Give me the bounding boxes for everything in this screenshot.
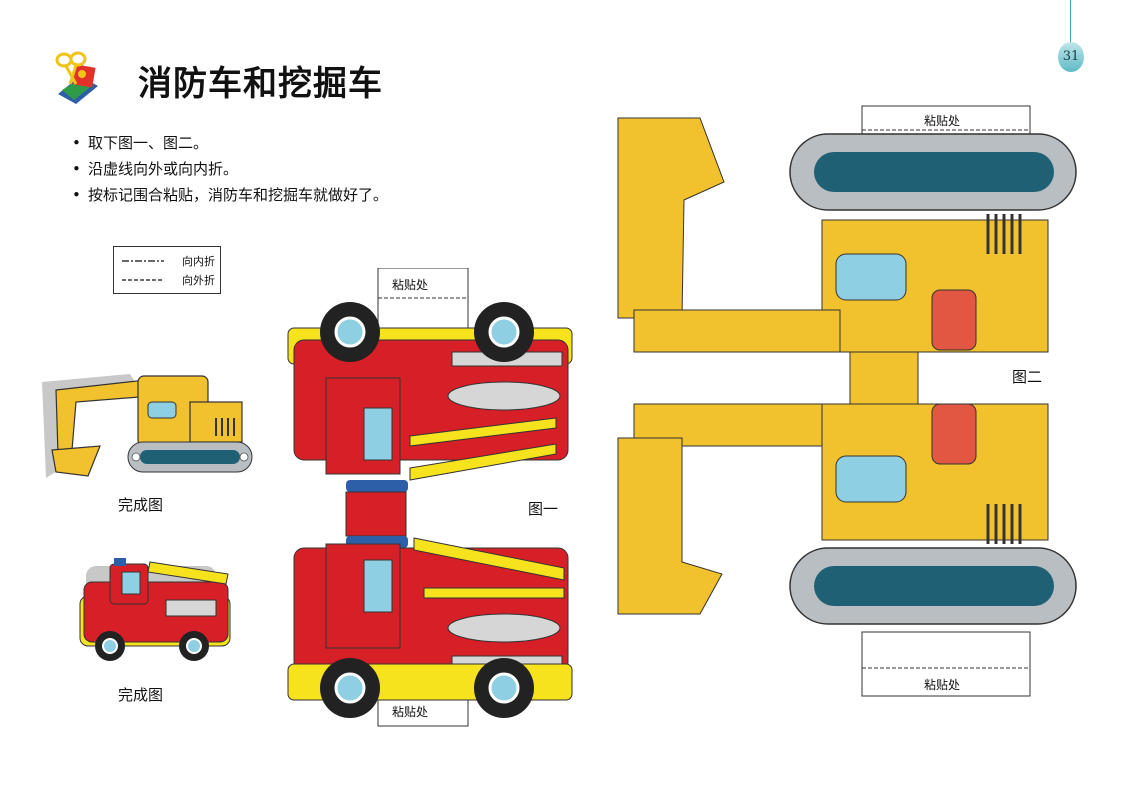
finished-label-firetruck: 完成图: [118, 686, 164, 704]
dashed-line-icon: [122, 279, 164, 281]
paste-label-top: 粘贴处: [392, 278, 429, 292]
dash-dot-line-icon: [122, 260, 164, 262]
finished-excavator-image: [42, 374, 253, 478]
finished-label-excavator: 完成图: [118, 496, 164, 514]
figure-two-label: 图二: [1012, 368, 1043, 386]
legend-inward-label: 向内折: [182, 255, 215, 268]
fold-legend: 向内折 向外折: [113, 246, 221, 294]
scissors-icon: [55, 51, 98, 104]
legend-outward-label: 向外折: [182, 274, 215, 287]
instruction-item: 按标记围合粘贴，消防车和挖掘车就做好了。: [72, 182, 388, 208]
paste-label-bottom: 粘贴处: [392, 705, 429, 719]
page-title: 消防车和挖掘车: [138, 64, 383, 104]
instruction-item: 沿虚线向外或向内折。: [72, 156, 388, 182]
figure-two-excavator-net: [617, 105, 1077, 697]
instruction-list: 取下图一、图二。 沿虚线向外或向内折。 按标记围合粘贴，消防车和挖掘车就做好了。: [72, 130, 388, 208]
paste-label-excavator-bottom: 粘贴处: [924, 678, 961, 692]
finished-firetruck-image: [79, 558, 231, 661]
page-number: 31: [1058, 42, 1084, 72]
instruction-item: 取下图一、图二。: [72, 130, 388, 156]
figure-one-firetruck-net: [287, 268, 573, 727]
page-drop-line: [1070, 0, 1071, 44]
figure-one-label: 图一: [528, 500, 559, 518]
paste-label-excavator-top: 粘贴处: [924, 114, 961, 128]
